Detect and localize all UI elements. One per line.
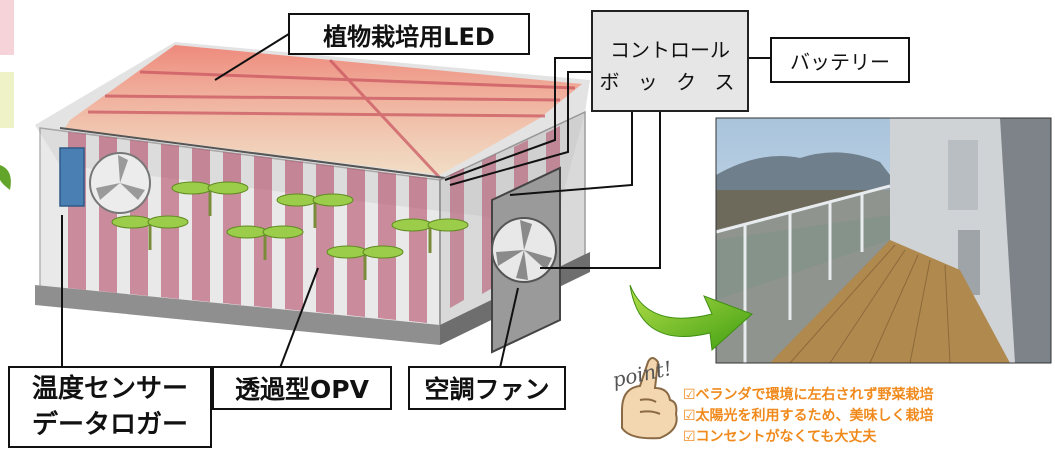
plant-icon bbox=[276, 193, 354, 228]
edge-tab-yellow bbox=[0, 72, 14, 128]
inner-fan-icon bbox=[89, 152, 151, 214]
plant-icon bbox=[326, 245, 404, 280]
edge-tab-pink bbox=[0, 0, 14, 55]
opv-label-text: 透過型OPV bbox=[235, 375, 369, 404]
opv-stripe bbox=[409, 176, 427, 323]
led-label: 植物栽培用LED bbox=[288, 13, 530, 55]
benefit-item-1: ☑ベランダで環境に左右されず野菜栽培 bbox=[683, 387, 934, 403]
benefit-item-3: ☑コンセントがなくても大丈夫 bbox=[683, 429, 877, 445]
plant-icon bbox=[171, 181, 249, 216]
edge-leaf-icon bbox=[0, 165, 11, 190]
greenhouse-box bbox=[35, 42, 590, 354]
pointing-hand-icon bbox=[621, 357, 678, 440]
control-box: コントロール ボ ッ ク ス bbox=[591, 10, 749, 112]
plant-leaves bbox=[111, 181, 469, 280]
control-box-line2: ボ ッ ク ス bbox=[599, 70, 741, 94]
benefit-item-2: ☑太陽光を利用するため、美味しく栽培 bbox=[683, 408, 934, 424]
opv-label: 透過型OPV bbox=[212, 366, 392, 410]
opv-stripe bbox=[450, 168, 464, 308]
led-rails bbox=[87, 58, 576, 180]
temp-sensor-label: 温度センサー データロガー bbox=[8, 366, 212, 448]
led-roof-panel bbox=[65, 45, 582, 175]
battery-label: バッテリー bbox=[770, 37, 910, 83]
opv-stripe bbox=[316, 164, 334, 314]
battery-label-text: バッテリー bbox=[790, 49, 890, 74]
green-arrow-icon bbox=[629, 284, 753, 352]
ventilation-fan-icon bbox=[491, 166, 561, 354]
plant-icon bbox=[391, 218, 469, 253]
opv-stripe bbox=[347, 168, 365, 317]
fan-label: 空調ファン bbox=[408, 366, 566, 410]
balcony-photo bbox=[715, 117, 1052, 364]
temp-sensor-label-line2: データロガー bbox=[31, 410, 188, 440]
led-label-text: 植物栽培用LED bbox=[323, 22, 495, 51]
connector-lines bbox=[61, 31, 770, 369]
temp-sensor-label-line1: 温度センサー bbox=[31, 374, 188, 404]
plant-icon bbox=[111, 215, 189, 250]
control-box-line1: コントロール bbox=[610, 38, 730, 62]
plant-icon bbox=[226, 225, 304, 260]
benefit-list: ☑ベランダで環境に左右されず野菜栽培 ☑太陽光を利用するため、美味しく栽培 ☑コ… bbox=[683, 385, 1053, 448]
opv-stripe bbox=[192, 148, 210, 302]
fan-label-text: 空調ファン bbox=[424, 375, 550, 404]
temp-sensor-device bbox=[59, 147, 85, 207]
